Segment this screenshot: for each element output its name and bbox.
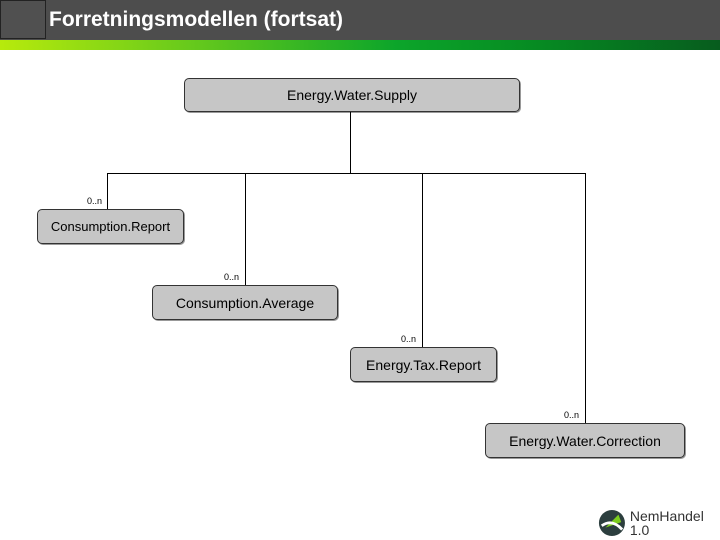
multiplicity-label: 0..n [224,272,240,282]
globe-icon [598,509,625,537]
connector [107,173,586,174]
multiplicity-label: 0..n [564,410,580,420]
multiplicity-label: 0..n [401,334,417,344]
page-title: Forretningsmodellen (fortsat) [49,8,344,31]
child-node: Consumption.Report [37,209,184,244]
child-node: Energy.Tax.Report [350,347,497,382]
root-node: Energy.Water.Supply [184,78,520,112]
nemhandel-logo: NemHandel 1.0 [598,508,720,538]
connector [350,112,351,173]
header-square [0,0,46,39]
connector [422,173,423,347]
child-node: Consumption.Average [152,285,338,320]
connector [107,173,108,209]
connector [245,173,246,285]
green-gradient-bar [0,40,720,50]
child-node: Energy.Water.Correction [485,423,685,458]
multiplicity-label: 0..n [87,196,103,206]
connector [585,173,586,423]
logo-text: NemHandel 1.0 [629,508,704,538]
header-bar [0,0,720,40]
